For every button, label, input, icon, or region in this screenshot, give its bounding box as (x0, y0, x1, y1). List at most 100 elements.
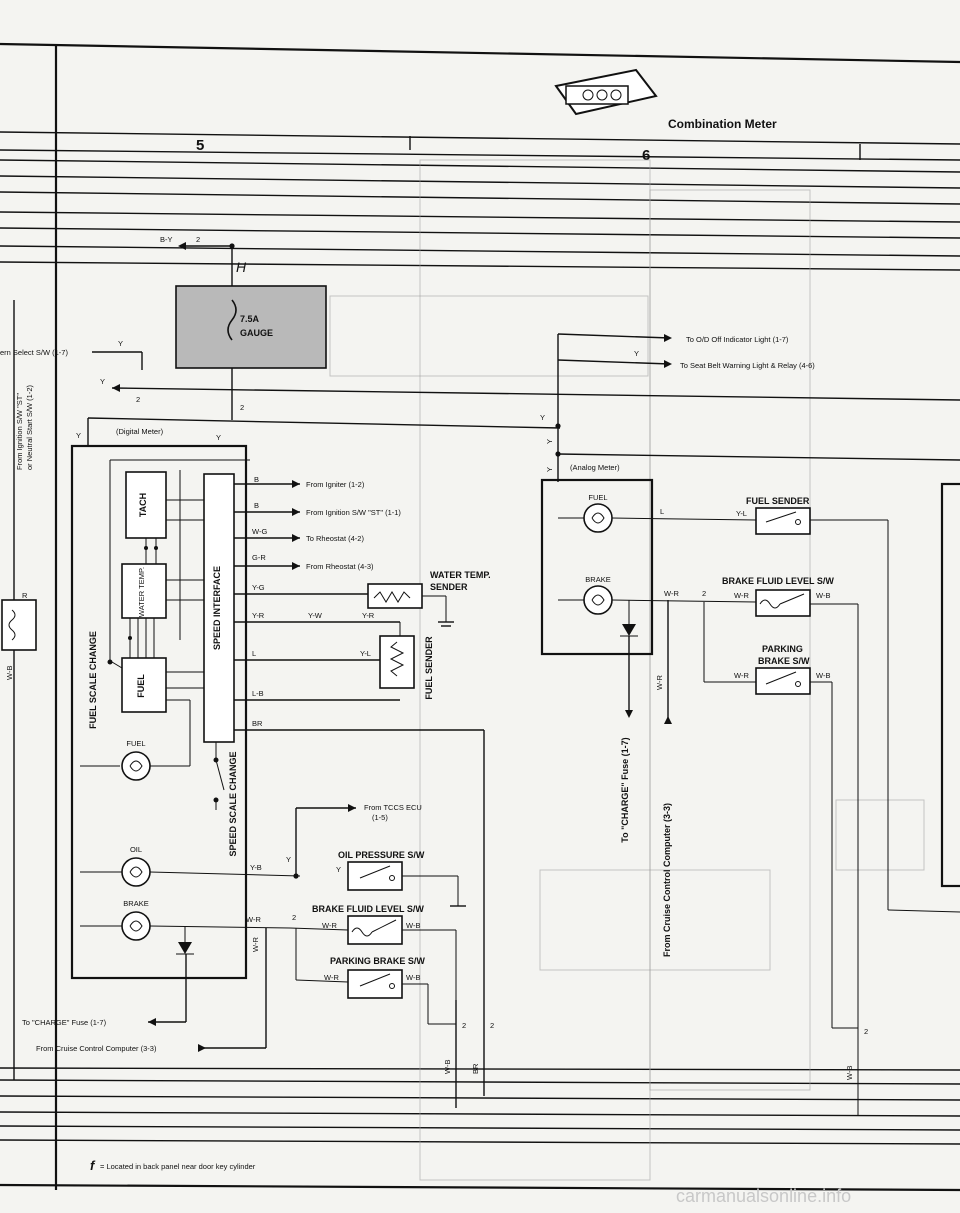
pin-label: 2 (196, 235, 200, 244)
brake-lamp-analog (583, 585, 613, 615)
column-6-label: 6 (642, 147, 650, 164)
wire-label-l: L (660, 507, 664, 516)
fuel-sender-right (755, 507, 811, 535)
ref-od-off: To O/D Off Indicator Light (1-7) (686, 335, 789, 344)
od-off-wire (557, 333, 671, 339)
fuel-scale-change-label: FUEL SCALE CHANGE (88, 631, 98, 729)
wire-label-lb: L-B (252, 689, 264, 698)
ref-tccs: From TCCS ECU (364, 803, 422, 812)
seat-belt-wire (557, 359, 671, 365)
fuel-lamp-digital (121, 751, 151, 781)
switch-blade (779, 593, 805, 605)
frame-top (0, 42, 960, 64)
brake-fluid-right-wire (611, 599, 757, 603)
ref-rheostat-from: From Rheostat (4-3) (306, 562, 374, 571)
junction-dot (555, 423, 561, 429)
background-ghost-lines (329, 159, 925, 1181)
pin-label: 2 (864, 1027, 868, 1036)
wire-label-b: B (254, 475, 259, 484)
wire-label-br: BR (252, 719, 263, 728)
ref-rheostat-to: To Rheostat (4-2) (306, 534, 364, 543)
wire-label-y: Y (286, 855, 291, 864)
pin-label: 2 (702, 589, 706, 598)
connector-arrow (664, 334, 672, 342)
fuel-unit-label: FUEL (136, 674, 146, 698)
connector-arrow (348, 804, 356, 812)
connector-arrow (664, 716, 672, 724)
brake-lamp-digital-label: BRAKE (123, 899, 148, 908)
brake-lamp-analog-label: BRAKE (585, 575, 610, 584)
wire-label-wb: W-B (406, 921, 420, 930)
wire-label-yl: Y-L (736, 509, 747, 518)
connector-arrow (664, 360, 672, 368)
pin-label: 2 (462, 1021, 466, 1030)
ref-tccs-number: (1-5) (372, 813, 388, 822)
wire-label-gr: G-R (252, 553, 266, 562)
switch-contact (795, 519, 801, 525)
footnote: = Located in back panel near door key cy… (100, 1162, 256, 1171)
lamp-filament (591, 512, 605, 524)
wire-label-y: Y (545, 439, 554, 444)
fuel-unit (121, 657, 167, 713)
ref-ignition-st: From Ignition S/W "ST" (1-1) (306, 508, 401, 517)
wire-label-wb: W-B (443, 1060, 452, 1074)
fuse-tag: H (236, 259, 247, 275)
junction-dot (229, 243, 235, 249)
wire-label-wg: W-G (252, 527, 267, 536)
speed-interface-pins (234, 480, 485, 1000)
coil-symbol (8, 609, 16, 641)
float-symbol (759, 599, 781, 609)
wire-label-yg: Y-G (252, 583, 265, 592)
brake-fluid-switch-right-label: BRAKE FLUID LEVEL S/W (722, 576, 834, 586)
wire-label-r: R (22, 591, 28, 600)
parking-brake-switch-right-label-1: PARKING (762, 644, 803, 654)
wire-label-yw: Y-W (308, 611, 323, 620)
diode-symbol (622, 624, 636, 636)
frame-bottom (0, 1183, 960, 1192)
wire-label-yr: Y-R (252, 611, 265, 620)
combination-meter-icon (554, 68, 658, 116)
lamp-filament (129, 866, 143, 878)
meter-power-wire (87, 417, 561, 429)
ref-charge-fuse-left: To "CHARGE" Fuse (1-7) (22, 1018, 107, 1027)
brake-lamp-digital (121, 911, 151, 941)
wire-label-y: Y (545, 467, 554, 472)
wire-label-y: Y (336, 865, 341, 874)
pin-label: 2 (136, 395, 140, 404)
lamp-filament (591, 594, 605, 606)
fuel-lamp-analog (583, 503, 613, 533)
switch-blade (359, 865, 391, 879)
bus-lines (0, 149, 960, 1145)
resistor-symbol (373, 591, 411, 603)
wire-label-wr: W-R (734, 671, 749, 680)
wire-label-wb: W-B (816, 591, 830, 600)
ref-ignition-vertical-1: From Ignition S/W "ST" (15, 393, 24, 470)
wire-label-y: Y (118, 339, 123, 348)
float-symbol (351, 927, 373, 937)
wire-label-y: Y (540, 413, 545, 422)
wire-label-br: BR (471, 1063, 480, 1074)
switch-contact (389, 875, 395, 881)
wire-label-y: Y (76, 431, 81, 440)
header-title: Combination Meter (668, 117, 777, 131)
fuel-sender-right-wire (611, 517, 757, 521)
speed-interface-unit (203, 473, 235, 743)
fuel-lamp-analog-label: FUEL (588, 493, 607, 502)
wire-label-by: B-Y (160, 235, 173, 244)
wire-label-y: Y (216, 433, 221, 442)
tach-label: TACH (138, 493, 148, 517)
digital-meter-box (70, 444, 248, 980)
wire-label-yr: Y-R (362, 611, 375, 620)
parking-brake-switch-right-label-2: BRAKE S/W (758, 656, 810, 666)
water-temp-sender-label-2: SENDER (430, 582, 468, 592)
wire-label-wr: W-R (664, 589, 679, 598)
relay-coil-left (1, 599, 37, 651)
brake-lamp-wire (149, 925, 291, 929)
analog-meter-title: (Analog Meter) (570, 463, 620, 472)
oil-lamp (121, 857, 151, 887)
digital-meter-internal-wiring (80, 459, 250, 810)
wire-label-wr: W-R (655, 675, 664, 690)
wire-label-l: L (252, 649, 256, 658)
switch-blade (371, 919, 397, 933)
parking-brake-wire (295, 979, 349, 983)
